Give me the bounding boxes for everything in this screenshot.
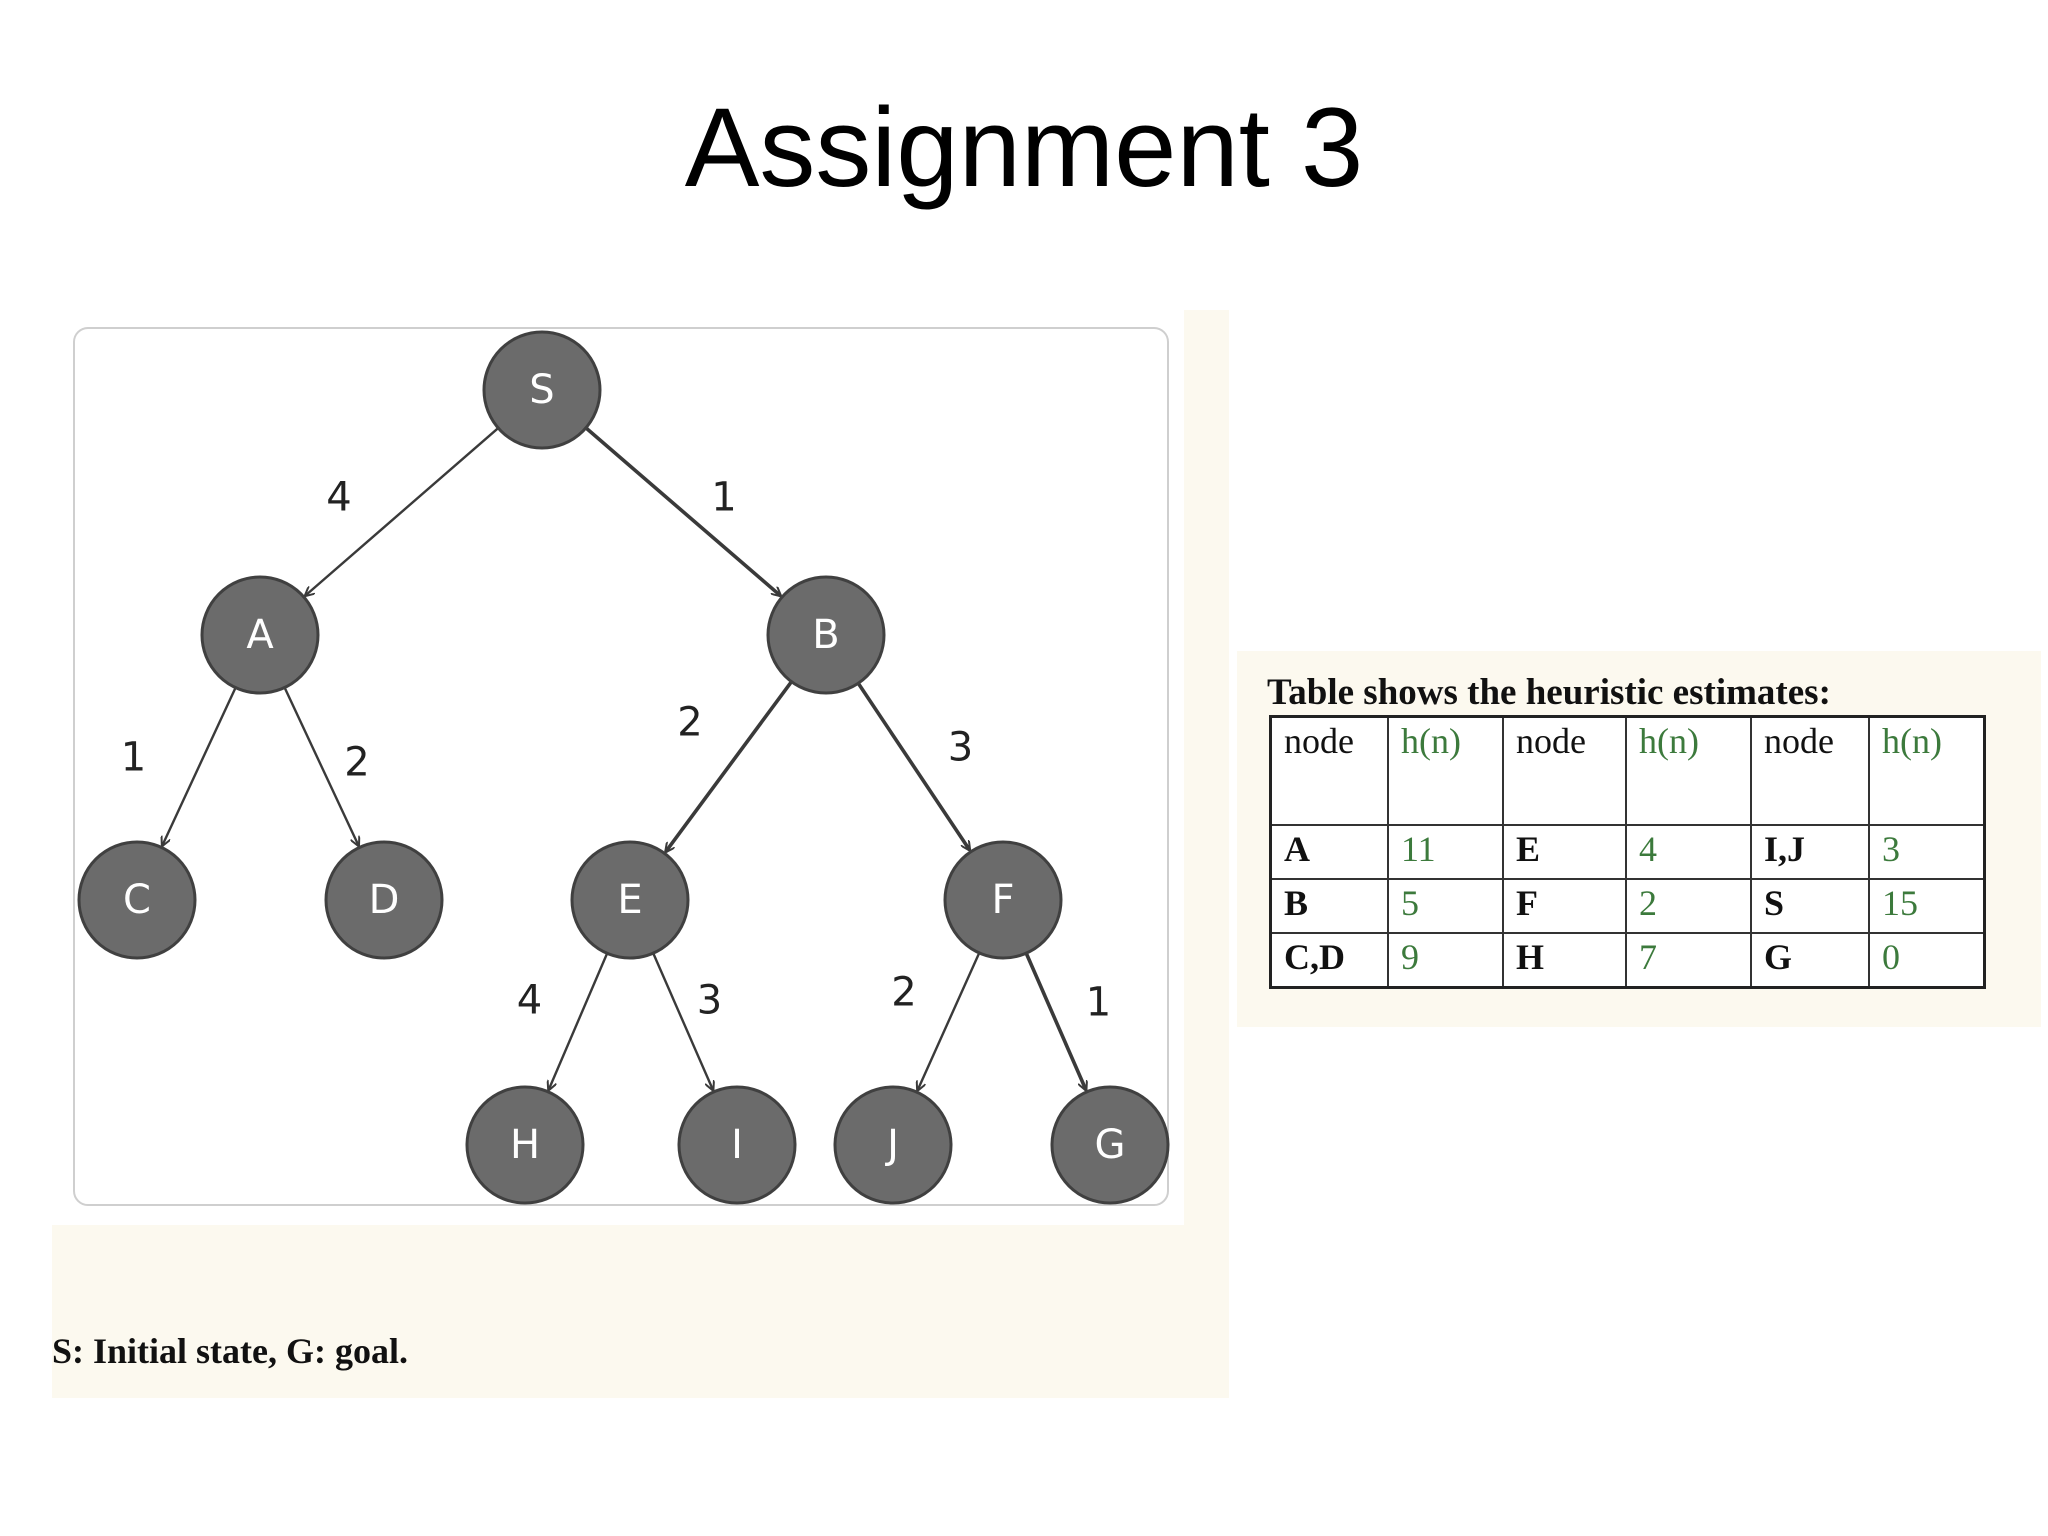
search-tree-frame: 4 1 1 2 2 3 4 3 2 1 S A B C D E F H I J G <box>52 310 1184 1225</box>
cell-h: 3 <box>1868 824 1986 880</box>
header-node: node <box>1750 715 1870 826</box>
node-e: E <box>570 840 690 960</box>
node-label: E <box>617 877 642 923</box>
node-circle <box>677 1085 797 1205</box>
edge-cost-label: 2 <box>344 740 369 786</box>
cell-h: 0 <box>1868 932 1986 989</box>
edge-cost-label: 4 <box>517 978 542 1024</box>
cell-node: B <box>1269 878 1389 934</box>
cell-node: G <box>1750 932 1870 989</box>
cell-h: 11 <box>1387 824 1504 880</box>
node-label: G <box>1095 1122 1126 1168</box>
node-label: D <box>369 877 400 923</box>
node-j: J <box>833 1085 953 1205</box>
heuristic-table-panel: Table shows the heuristic estimates: nod… <box>1237 651 2041 1027</box>
edge-cost-label: 1 <box>711 475 736 521</box>
edge-e-i <box>650 949 713 1090</box>
node-label: I <box>731 1122 743 1168</box>
node-g: G <box>1050 1085 1170 1205</box>
heuristic-table: node h(n) node h(n) node h(n) A 11 E 4 I… <box>1269 715 1986 989</box>
header-h: h(n) <box>1625 715 1752 826</box>
node-circle <box>766 575 886 695</box>
node-label: A <box>246 612 274 658</box>
header-h: h(n) <box>1868 715 1986 826</box>
edge-cost-label: 2 <box>891 970 916 1016</box>
cell-node: F <box>1502 878 1627 934</box>
cell-h: 9 <box>1387 932 1504 989</box>
diagram-caption: S: Initial state, G: goal. <box>52 1331 408 1371</box>
node-label: B <box>812 612 839 658</box>
edge-cost-label: 3 <box>948 725 973 771</box>
table-row: A 11 E 4 I,J 3 <box>1269 824 1986 880</box>
edge-s-a <box>305 424 503 595</box>
node-label: C <box>123 877 151 923</box>
cell-h: 4 <box>1625 824 1752 880</box>
edge-b-e <box>666 677 796 851</box>
cell-h: 2 <box>1625 878 1752 934</box>
edge-e-h <box>549 949 610 1090</box>
edge-cost-label: 4 <box>326 475 351 521</box>
table-header-row: node h(n) node h(n) node h(n) <box>1269 715 1986 826</box>
node-s: S <box>482 330 602 450</box>
node-circle <box>1050 1085 1170 1205</box>
edge-a-d <box>281 683 359 846</box>
table-heading: Table shows the heuristic estimates: <box>1267 672 1831 713</box>
node-circle <box>943 840 1063 960</box>
node-c: C <box>77 840 197 960</box>
edge-f-g <box>1022 948 1086 1090</box>
cell-node: A <box>1269 824 1389 880</box>
header-h: h(n) <box>1387 715 1504 826</box>
edge-cost-label: 3 <box>697 978 722 1024</box>
node-i: I <box>677 1085 797 1205</box>
table-row: C,D 9 H 7 G 0 <box>1269 932 1986 989</box>
node-label: S <box>529 367 554 413</box>
node-d: D <box>324 840 444 960</box>
edge-s-b <box>581 423 781 596</box>
cell-h: 7 <box>1625 932 1752 989</box>
node-circle <box>200 575 320 695</box>
node-a: A <box>200 575 320 695</box>
cell-node: H <box>1502 932 1627 989</box>
slide-title: Assignment 3 <box>684 85 1364 210</box>
node-circle <box>482 330 602 450</box>
node-label: H <box>510 1122 540 1168</box>
search-tree-diagram: 4 1 1 2 2 3 4 3 2 1 S A B C D E F H I J G <box>73 327 1170 1206</box>
node-circle <box>570 840 690 960</box>
edge-cost-label: 1 <box>1086 980 1111 1026</box>
node-h: H <box>465 1085 585 1205</box>
edge-a-c <box>162 683 239 846</box>
search-tree-figure: 4 1 1 2 2 3 4 3 2 1 S A B C D E F H I J G S: Initial state,… <box>52 310 1229 1398</box>
header-node: node <box>1269 715 1389 826</box>
node-circle <box>77 840 197 960</box>
table-row: B 5 F 2 S 15 <box>1269 878 1986 934</box>
node-circle <box>324 840 444 960</box>
header-node: node <box>1502 715 1627 826</box>
edge-cost-label: 1 <box>121 735 146 781</box>
edge-cost-label: 2 <box>677 700 702 746</box>
cell-h: 15 <box>1868 878 1986 934</box>
node-f: F <box>943 840 1063 960</box>
edge-b-f <box>854 678 970 850</box>
node-circle <box>833 1085 953 1205</box>
cell-node: S <box>1750 878 1870 934</box>
diagram-frame-border <box>73 327 1169 1206</box>
cell-h: 5 <box>1387 878 1504 934</box>
node-b: B <box>766 575 886 695</box>
cell-node: I,J <box>1750 824 1870 880</box>
node-label: J <box>884 1122 899 1168</box>
node-label: F <box>991 877 1014 923</box>
cell-node: E <box>1502 824 1627 880</box>
node-circle <box>465 1085 585 1205</box>
cell-node: C,D <box>1269 932 1389 989</box>
edge-f-j <box>918 948 982 1090</box>
